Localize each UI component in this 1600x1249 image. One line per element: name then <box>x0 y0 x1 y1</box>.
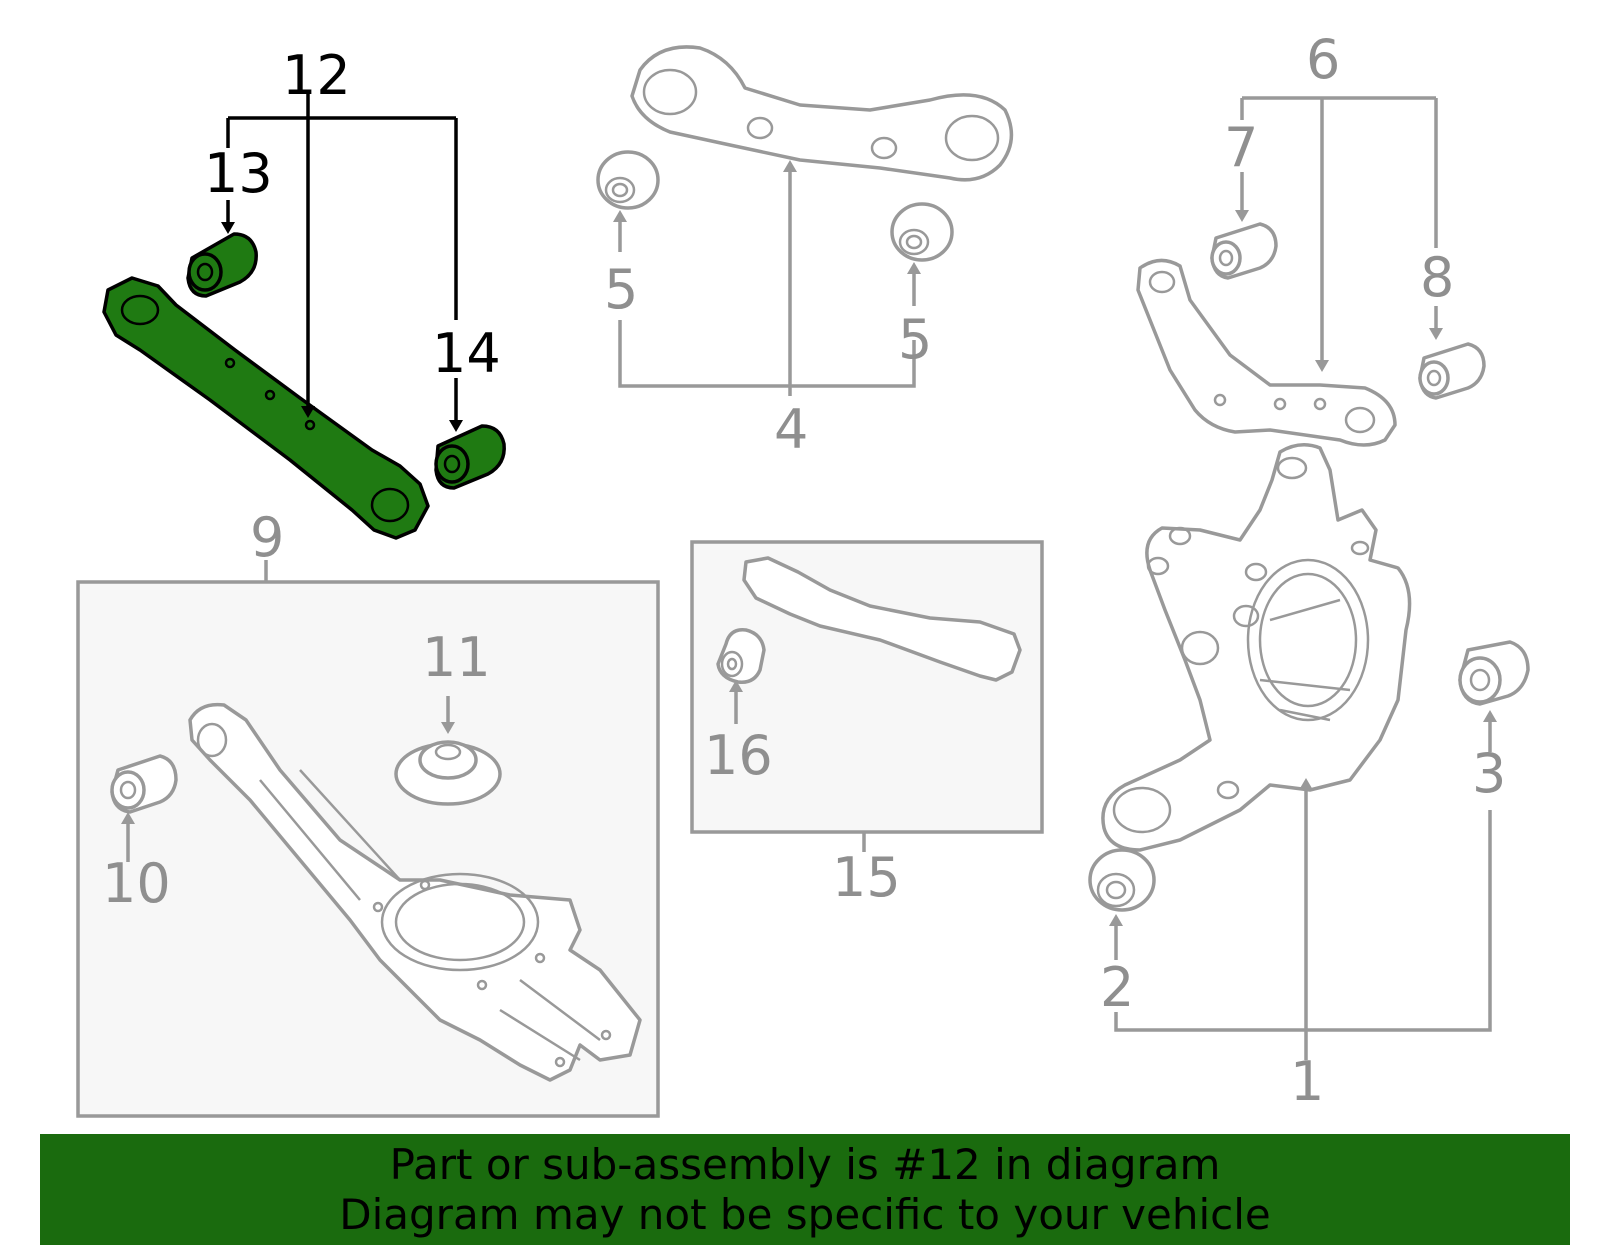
leader-16 <box>729 680 743 724</box>
callout-7: 7 <box>1224 116 1258 179</box>
part-15-link[interactable] <box>742 556 1022 682</box>
part-1-knuckle[interactable] <box>1101 443 1412 852</box>
part-10-bushing[interactable] <box>110 754 178 814</box>
callout-14: 14 <box>432 322 501 385</box>
part-8-bushing[interactable] <box>1418 342 1486 400</box>
box-15-group <box>690 540 1044 852</box>
callout-16: 16 <box>704 724 773 787</box>
callout-8: 8 <box>1420 246 1454 309</box>
part-7-bushing[interactable] <box>1210 222 1278 280</box>
callout-13: 13 <box>204 142 273 205</box>
leader-12-13-14 <box>221 90 463 432</box>
leader-1-2-3 <box>1109 710 1497 1060</box>
part-2-bushing[interactable] <box>1088 848 1156 912</box>
callout-10: 10 <box>102 852 171 915</box>
notice-banner: Part or sub-assembly is #12 in diagram D… <box>40 1134 1570 1245</box>
banner-line-1: Part or sub-assembly is #12 in diagram <box>389 1140 1221 1189</box>
part-16-bushing[interactable] <box>716 628 766 684</box>
callout-1: 1 <box>1290 1050 1324 1113</box>
leader-4-5 <box>613 160 921 396</box>
part-11-mount[interactable] <box>394 740 502 806</box>
part-5-bushing-left[interactable] <box>596 150 660 210</box>
callout-15: 15 <box>832 846 901 909</box>
callout-9: 9 <box>250 506 284 569</box>
callout-4: 4 <box>774 398 808 461</box>
callout-11: 11 <box>422 626 491 689</box>
part-5-bushing-right[interactable] <box>890 202 954 262</box>
part-6-trailing-arm[interactable] <box>1136 258 1397 447</box>
part-4-upper-arm[interactable] <box>630 45 1014 182</box>
callout-5-right: 5 <box>898 308 932 371</box>
callout-5-left: 5 <box>604 258 638 321</box>
part-3-bushing[interactable] <box>1458 640 1530 706</box>
callout-6: 6 <box>1306 28 1340 91</box>
callout-2: 2 <box>1100 956 1134 1019</box>
callout-12: 12 <box>282 44 351 107</box>
part-9-lower-arm[interactable] <box>188 702 642 1082</box>
leader-10-11 <box>121 696 455 862</box>
leader-6-7-8 <box>1235 96 1443 372</box>
part-12-lower-control-arm[interactable] <box>102 276 430 540</box>
callout-3: 3 <box>1472 742 1506 805</box>
part-13-bushing[interactable] <box>186 232 258 298</box>
part-14-bushing[interactable] <box>434 424 506 490</box>
banner-line-2: Diagram may not be specific to your vehi… <box>339 1190 1271 1239</box>
